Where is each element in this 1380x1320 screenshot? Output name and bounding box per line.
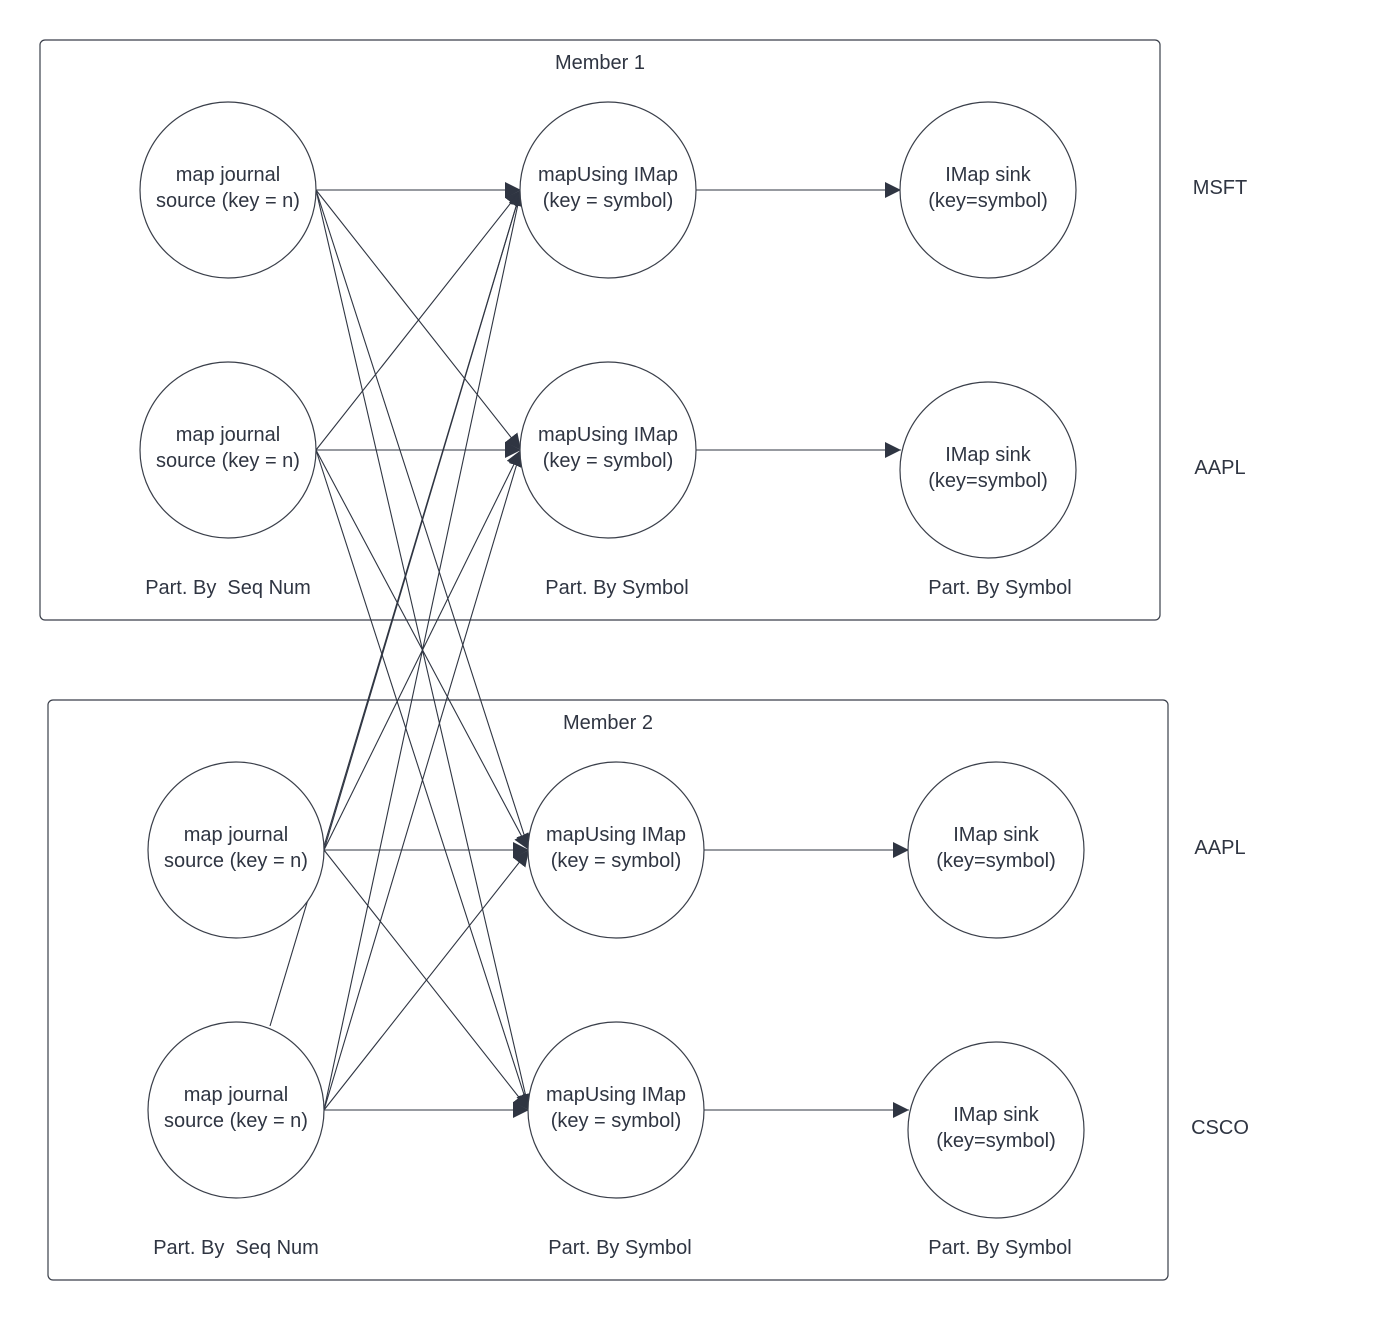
node-label-line1: mapUsing IMap [546, 1084, 686, 1106]
member-2-box [47, 699, 1169, 1281]
member-2-source-partition-label: Part. By Seq Num [153, 1237, 319, 1259]
node-label-line1: mapUsing IMap [538, 424, 678, 446]
member-2-source-node-1: map journal source (key = n) [147, 761, 325, 939]
member-1-sink-node-1: IMap sink (key=symbol) [899, 101, 1077, 279]
node-label-line2: source (key = n) [164, 850, 308, 872]
symbol-label-4: CSCO [1191, 1117, 1249, 1139]
member-2-title: Member 2 [563, 712, 653, 734]
node-label-line1: map journal [184, 1084, 289, 1106]
edge-m2-src2-to-m2-map1 [323, 849, 530, 1111]
node-label-line1: IMap sink [945, 164, 1032, 186]
member-2-source-node-2: map journal source (key = n) [147, 1021, 325, 1199]
node-label-line2: (key=symbol) [936, 850, 1055, 872]
node-label-line1: map journal [184, 824, 289, 846]
node-label-line1: IMap sink [953, 1104, 1040, 1126]
node-label-line2: source (key = n) [156, 450, 300, 472]
edges-layer [269, 182, 909, 1118]
member-1-mapper-node-1: mapUsing IMap (key = symbol) [519, 101, 697, 279]
node-label-line2: (key=symbol) [928, 470, 1047, 492]
edge-m2-src2-to-m1-map2 [323, 449, 525, 1111]
member-2-sink-partition-label: Part. By Symbol [928, 1237, 1071, 1259]
member-2-mapper-partition-label: Part. By Symbol [548, 1237, 691, 1259]
node-label-line1: map journal [176, 164, 281, 186]
node-label-line2: (key = symbol) [543, 450, 674, 472]
node-label-line2: (key = symbol) [543, 190, 674, 212]
member-2-sink-node-1: IMap sink (key=symbol) [907, 761, 1085, 939]
member-2-sink-node-2: IMap sink (key=symbol) [907, 1041, 1085, 1219]
member-1-sink-node-2: IMap sink (key=symbol) [899, 381, 1077, 559]
node-label-line1: map journal [176, 424, 281, 446]
member-1-sink-partition-label: Part. By Symbol [928, 577, 1071, 599]
node-label-line1: IMap sink [945, 444, 1032, 466]
node-label-line2: (key=symbol) [928, 190, 1047, 212]
member-2-mapper-node-2: mapUsing IMap (key = symbol) [527, 1021, 705, 1199]
node-label-line2: source (key = n) [164, 1110, 308, 1132]
edge-m1-src2-to-m1-map1 [315, 189, 522, 451]
member-1-source-node-2: map journal source (key = n) [139, 361, 317, 539]
member-1-mapper-partition-label: Part. By Symbol [545, 577, 688, 599]
symbol-label-1: MSFT [1193, 177, 1247, 199]
node-label-line2: (key = symbol) [551, 1110, 682, 1132]
node-label-line2: (key=symbol) [936, 1130, 1055, 1152]
member-1-source-partition-label: Part. By Seq Num [145, 577, 311, 599]
member-1-source-node-1: map journal source (key = n) [139, 101, 317, 279]
member-2-mapper-node-1: mapUsing IMap (key = symbol) [527, 761, 705, 939]
node-label-line1: mapUsing IMap [538, 164, 678, 186]
node-label-line2: (key = symbol) [551, 850, 682, 872]
symbol-label-2: AAPL [1194, 457, 1245, 479]
member-1-mapper-node-2: mapUsing IMap (key = symbol) [519, 361, 697, 539]
edge-m2-src2-to-m1-map1 [323, 189, 526, 1111]
member-1-box [39, 39, 1161, 621]
symbol-label-3: AAPL [1194, 837, 1245, 859]
node-label-line1: IMap sink [953, 824, 1040, 846]
node-label-line2: source (key = n) [156, 190, 300, 212]
member-1-title: Member 1 [555, 52, 645, 74]
node-label-line1: mapUsing IMap [546, 824, 686, 846]
